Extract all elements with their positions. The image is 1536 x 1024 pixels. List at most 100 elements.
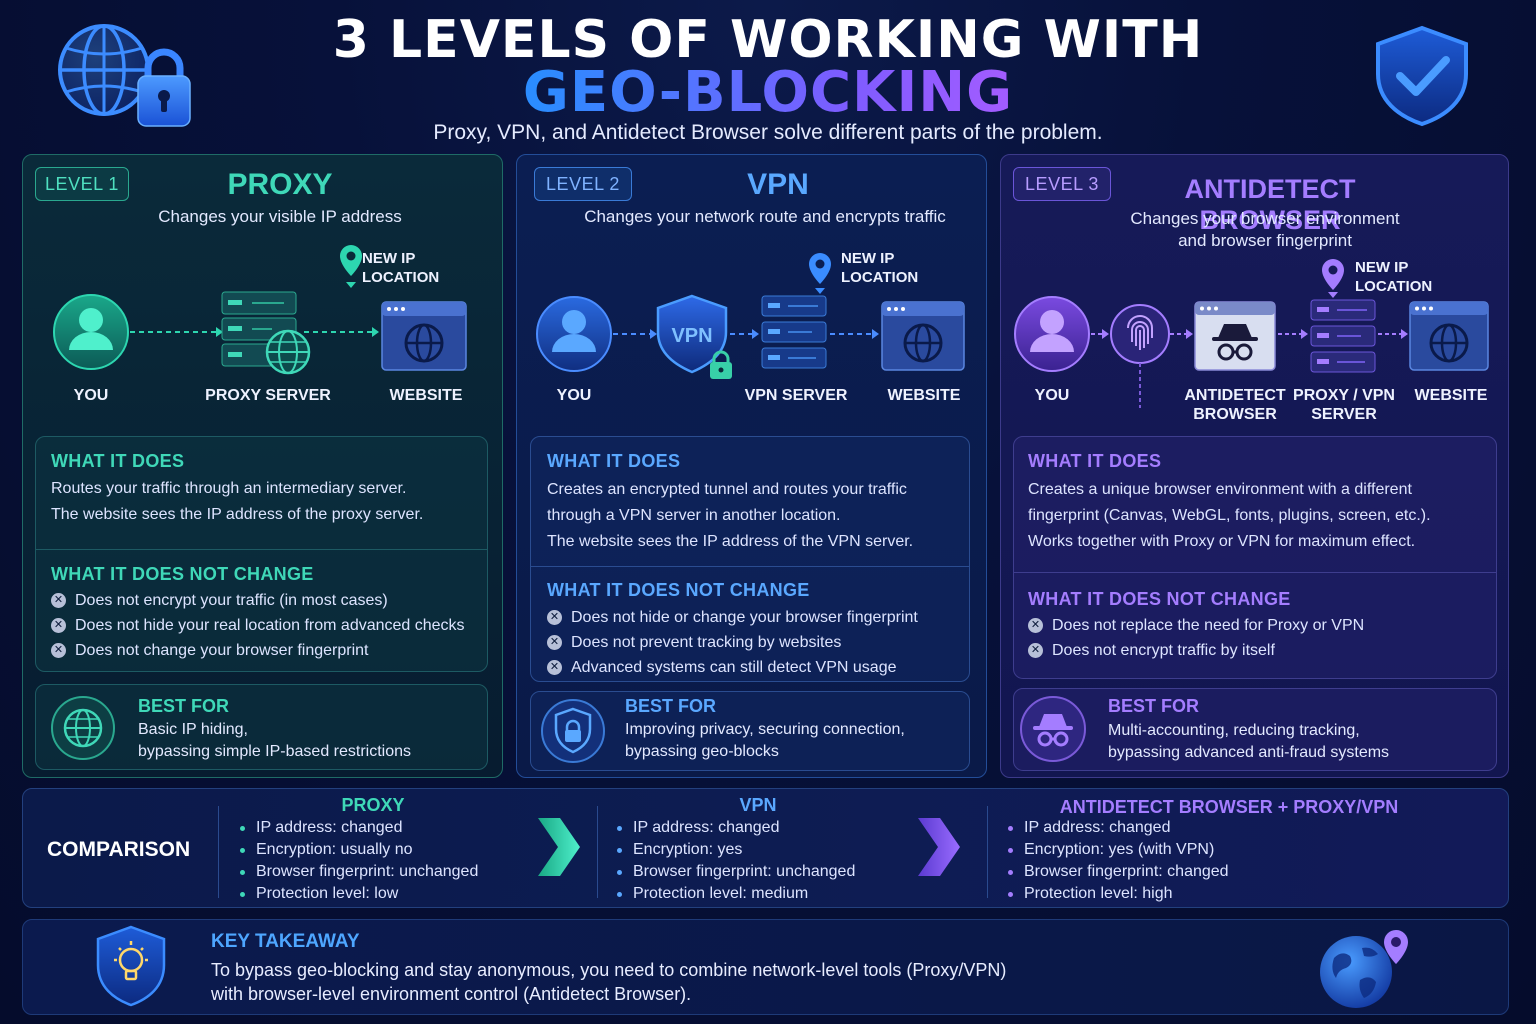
list-item: ✕Does not encrypt your traffic (in most …: [51, 588, 481, 613]
level-badge-2: LEVEL 2: [534, 167, 632, 201]
server-icon: [761, 295, 827, 369]
globe-lock-icon: [56, 20, 191, 130]
comparison-heading-antidetect: ANTIDETECT BROWSER + PROXY/VPN: [1059, 797, 1399, 817]
shield-check-icon: [1370, 24, 1474, 128]
not-change-heading: WHAT IT DOES NOT CHANGE: [547, 580, 810, 600]
node-vpn-server: VPN SERVER: [744, 387, 848, 404]
location-pin-icon: [340, 245, 362, 288]
node-you: YOU: [1034, 387, 1070, 404]
what-it-does-heading: WHAT IT DOES: [547, 451, 681, 471]
fingerprint-icon: [1110, 304, 1170, 364]
what-it-does-text: Creates a unique browser environment wit…: [1028, 481, 1431, 550]
website-window-icon: [1409, 301, 1489, 371]
level-badge-3: LEVEL 3: [1013, 167, 1111, 201]
comparison-list-vpn: IP address: changed Encryption: yes Brow…: [617, 817, 907, 905]
divider: [36, 549, 487, 550]
antidetect-flow-diagram: [1014, 259, 1489, 408]
list-item: Encryption: yes (with VPN): [1008, 839, 1308, 861]
page-title-highlight: GEO-BLOCKING: [0, 60, 1536, 125]
earth-pin-icon: [1320, 930, 1408, 1008]
best-for-heading: BEST FOR: [1108, 696, 1200, 716]
key-takeaway-text: To bypass geo-blocking and stay anonymou…: [211, 960, 1007, 1004]
proxy-info-card: [35, 436, 488, 672]
not-change-list: ✕Does not encrypt your traffic (in most …: [51, 588, 481, 663]
website-window-icon: [381, 301, 467, 371]
what-it-does-heading: WHAT IT DOES: [51, 451, 185, 471]
svg-text:VPN: VPN: [671, 325, 712, 347]
location-pin-icon: [1322, 259, 1344, 298]
divider: [597, 806, 598, 898]
comparison-list-antidetect: IP address: changed Encryption: yes (wit…: [1008, 817, 1308, 905]
what-it-does-text: Creates an encrypted tunnel and routes y…: [547, 481, 914, 550]
x-circle-icon: ✕: [51, 618, 66, 633]
list-item: IP address: changed: [1008, 817, 1308, 839]
chevron-right-icon: [538, 818, 580, 876]
node-website: WEBSITE: [887, 387, 961, 404]
list-item: Browser fingerprint: unchanged: [617, 861, 907, 883]
not-change-list: ✕Does not replace the need for Proxy or …: [1028, 613, 1488, 663]
list-item: ✕Does not encrypt traffic by itself: [1028, 638, 1488, 663]
globe-icon: [51, 696, 115, 760]
panel-desc-proxy: Changes your visible IP address: [158, 207, 402, 226]
page-title: 3 LEVELS OF WORKING WITH: [332, 10, 1204, 70]
best-for-heading: BEST FOR: [138, 696, 230, 716]
what-it-does-text: Routes your traffic through an intermedi…: [51, 480, 424, 523]
user-icon: [1014, 296, 1090, 372]
x-circle-icon: ✕: [1028, 618, 1043, 633]
not-change-list: ✕Does not hide or change your browser fi…: [547, 605, 967, 680]
best-for-heading: BEST FOR: [625, 696, 717, 716]
vpn-flow-diagram: VPN: [536, 253, 965, 379]
level-badge-1: LEVEL 1: [35, 167, 129, 201]
not-change-heading: WHAT IT DOES NOT CHANGE: [1028, 589, 1291, 609]
comparison-section: [22, 788, 1509, 908]
user-icon: [536, 296, 612, 372]
page-subtitle: Proxy, VPN, and Antidetect Browser solve…: [433, 121, 1103, 144]
list-item: Browser fingerprint: unchanged: [240, 861, 530, 883]
x-circle-icon: ✕: [547, 660, 562, 675]
best-for-text: Multi-accounting, reducing tracking,bypa…: [1108, 722, 1390, 761]
list-item: IP address: changed: [240, 817, 530, 839]
location-pin-icon: [809, 253, 831, 294]
list-item: Protection level: high: [1008, 883, 1308, 905]
shield-lock-icon: [541, 699, 605, 763]
node-you: YOU: [73, 387, 109, 404]
node-you: YOU: [556, 387, 592, 404]
proxy-flow-diagram: [53, 245, 467, 375]
node-website: WEBSITE: [1414, 387, 1488, 404]
list-item: ✕Does not replace the need for Proxy or …: [1028, 613, 1488, 638]
x-circle-icon: ✕: [547, 635, 562, 650]
panel-desc-vpn: Changes your network route and encrypts …: [584, 207, 946, 226]
divider: [531, 566, 969, 567]
incognito-icon: [1020, 696, 1086, 762]
divider: [218, 806, 219, 898]
comparison-heading-vpn: VPN: [739, 795, 777, 815]
list-item: ✕Does not prevent tracking by websites: [547, 630, 967, 655]
lightbulb-icon: [96, 925, 166, 1007]
panel-title-proxy: PROXY: [227, 168, 333, 201]
list-item: ✕Does not hide your real location from a…: [51, 613, 481, 638]
list-item: Protection level: low: [240, 883, 530, 905]
list-item: Protection level: medium: [617, 883, 907, 905]
chevron-right-icon: [918, 818, 960, 876]
key-takeaway-section: [22, 919, 1509, 1015]
x-circle-icon: ✕: [1028, 643, 1043, 658]
list-item: ✕Does not change your browser fingerprin…: [51, 638, 481, 663]
website-window-icon: [881, 301, 965, 371]
list-item: IP address: changed: [617, 817, 907, 839]
what-it-does-heading: WHAT IT DOES: [1028, 451, 1162, 471]
panel-title-vpn: VPN: [747, 168, 809, 201]
incognito-browser-icon: [1194, 301, 1276, 371]
key-takeaway-heading: KEY TAKEAWAY: [211, 931, 360, 952]
comparison-label: COMPARISON: [47, 838, 191, 861]
vpn-info-card: [530, 436, 970, 682]
user-icon: [53, 294, 129, 370]
comparison-list-proxy: IP address: changed Encryption: usually …: [240, 817, 530, 905]
node-proxy-server: PROXY SERVER: [205, 387, 331, 404]
list-item: Encryption: yes: [617, 839, 907, 861]
best-for-text: Basic IP hiding,bypassing simple IP-base…: [138, 721, 412, 760]
list-item: ✕Does not hide or change your browser fi…: [547, 605, 967, 630]
list-item: Browser fingerprint: changed: [1008, 861, 1308, 883]
